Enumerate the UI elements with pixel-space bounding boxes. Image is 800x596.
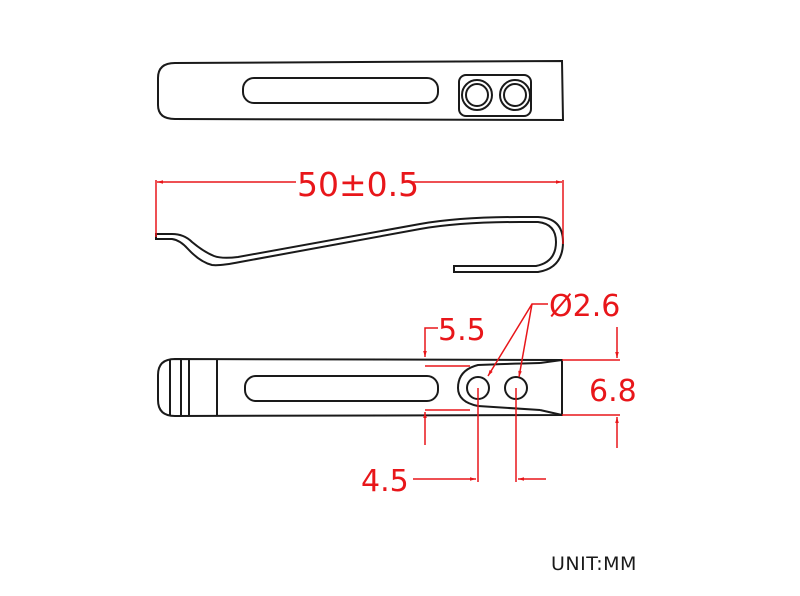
unit-label: UNIT:MM [551, 553, 637, 575]
side-view [155, 216, 565, 273]
width-label: 6.8 [589, 374, 637, 409]
length-dimension [155, 180, 564, 244]
length-label: 50±0.5 [297, 165, 419, 204]
bottom-slot [244, 375, 439, 402]
top-slot [242, 77, 439, 104]
hole-spacing-label: 4.5 [361, 464, 409, 499]
bottom-dimensions [413, 303, 620, 482]
hole-pocket [458, 74, 532, 117]
top-view [157, 59, 565, 122]
bottom-view [157, 357, 563, 418]
slot-offset-label: 5.5 [438, 313, 486, 348]
hole-diameter-label: Ø2.6 [549, 289, 620, 324]
